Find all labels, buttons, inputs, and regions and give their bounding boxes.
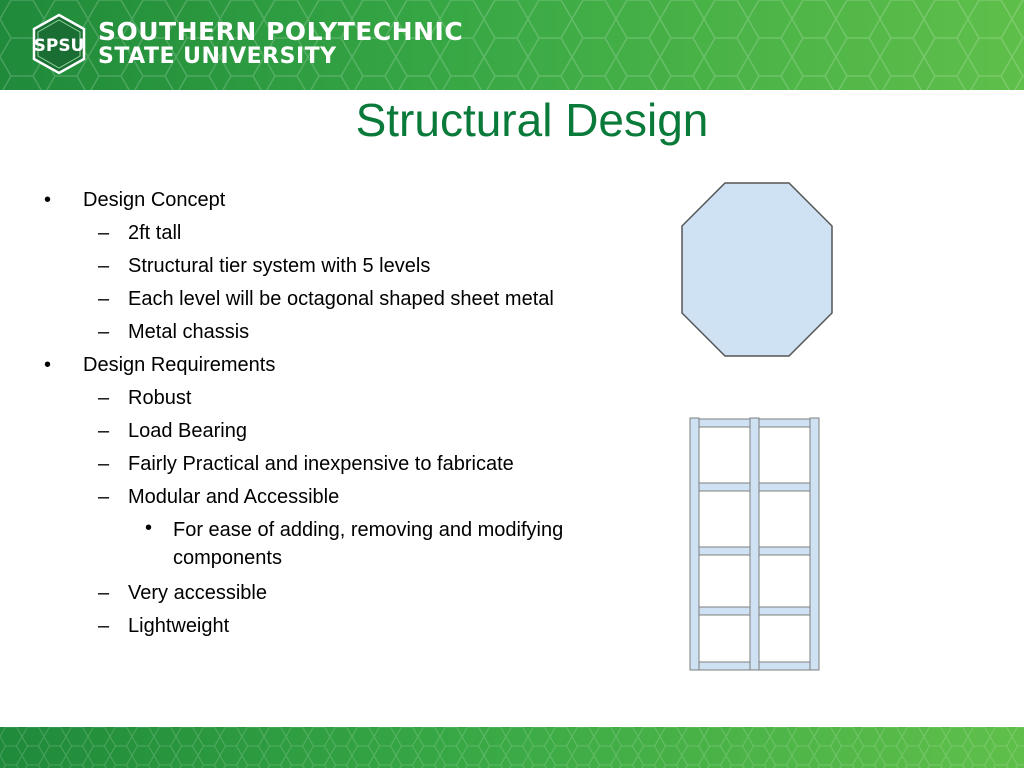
bullet-item-level2: –Load Bearing (40, 419, 640, 443)
frame-shelf-2b (758, 482, 811, 492)
bullet-text: Structural tier system with 5 levels (128, 255, 431, 277)
bullet-text: Design Concept (83, 189, 226, 211)
octagon-shape (681, 182, 833, 357)
bullet-item-level1: • Design Requirements (40, 353, 640, 377)
bullet-text: Robust (128, 387, 192, 409)
bullet-marker: • (44, 354, 52, 376)
bullet-item-level2: –Each level will be octagonal shaped she… (40, 287, 640, 311)
footer-banner (0, 727, 1024, 768)
bullet-marker: – (98, 255, 110, 277)
seal-text: SPSU (34, 36, 85, 56)
bullet-item-level2: –2ft tall (40, 221, 640, 245)
bullet-text: Modular and Accessible (128, 486, 340, 508)
bullet-marker: • (44, 189, 52, 211)
bullet-text: Design Requirements (83, 354, 276, 376)
bullet-marker: – (98, 486, 110, 508)
bullet-item-level2: –Fairly Practical and inexpensive to fab… (40, 452, 640, 476)
bullet-text: Very accessible (128, 582, 267, 604)
bullet-text: Fairly Practical and inexpensive to fabr… (128, 453, 514, 475)
bullet-text: 2ft tall (128, 222, 182, 244)
bullet-item-level2: –Lightweight (40, 614, 640, 638)
bullet-text: Metal chassis (128, 321, 250, 343)
university-name-line2: STATE UNIVERSITY (98, 44, 337, 69)
footer-hex-pattern (0, 727, 1024, 768)
bullet-list: •Design Concept–2ft tall–Structural tier… (40, 188, 640, 647)
bullet-text: Load Bearing (128, 420, 247, 442)
bullet-marker: – (98, 420, 110, 442)
hex-pattern (0, 0, 1024, 90)
bullet-marker: – (98, 615, 110, 637)
frame-post-center (749, 417, 760, 671)
university-name-line1: SOUTHERN POLYTECHNIC (98, 17, 464, 46)
octagon-level-figure (681, 182, 833, 357)
frame-shelf-3 (698, 546, 751, 556)
frame-post-right (809, 417, 820, 671)
frame-shelf-5b (758, 661, 811, 671)
bullet-marker: – (98, 453, 110, 475)
frame-post-left (689, 417, 700, 671)
frame-shelf-1 (698, 418, 751, 428)
bullet-marker: – (98, 321, 110, 343)
frame-shelf-4b (758, 606, 811, 616)
bullet-marker: – (98, 582, 110, 604)
bullet-text: Each level will be octagonal shaped shee… (128, 288, 554, 310)
bullet-item-level2: –Structural tier system with 5 levels (40, 254, 640, 278)
bullet-text: Lightweight (128, 615, 230, 637)
bullet-item-level1: • Design Concept (40, 188, 640, 212)
frame-shelf-1b (758, 418, 811, 428)
tier-frame-figure (689, 417, 820, 671)
bullet-marker: • (145, 517, 153, 539)
bullet-marker: – (98, 288, 110, 310)
bullet-item-level2: –Modular and Accessible (40, 485, 640, 509)
header-banner: SPSU SOUTHERN POLYTECHNIC STATE UNIVERSI… (0, 0, 1024, 90)
frame-shelf-4 (698, 606, 751, 616)
university-seal-icon: SPSU (32, 13, 86, 75)
bullet-text: For ease of adding, removing and modifyi… (173, 519, 564, 569)
frame-shelf-2 (698, 482, 751, 492)
frame-shelf-5 (698, 661, 751, 671)
bullet-marker: – (98, 222, 110, 244)
frame-shelf-3b (758, 546, 811, 556)
bullet-item-level2: –Very accessible (40, 581, 640, 605)
bullet-item-level2: –Metal chassis (40, 320, 640, 344)
bullet-item-level2: –Robust (40, 386, 640, 410)
slide-title: Structural Design (355, 94, 709, 146)
bullet-marker: – (98, 387, 110, 409)
bullet-item-level3: • For ease of adding, removing and modify… (40, 516, 640, 572)
